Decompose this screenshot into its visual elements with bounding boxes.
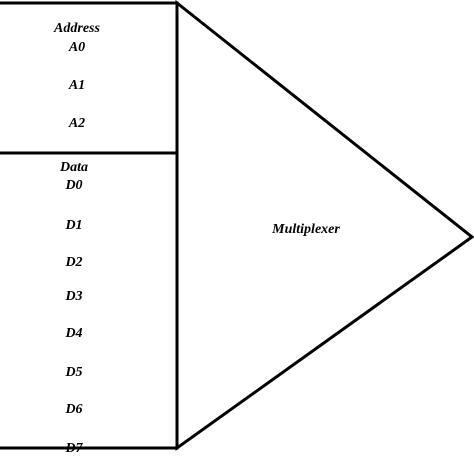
address-line-a1: A1 <box>68 78 85 93</box>
data-line-d5: D5 <box>64 365 82 380</box>
data-block: Data D0 D1 D2 D3 D4 D5 D6 D7 <box>0 151 179 456</box>
data-line-d0: D0 <box>64 178 82 193</box>
address-line-a2: A2 <box>68 116 85 131</box>
data-heading: Data <box>59 160 88 175</box>
data-line-d4: D4 <box>64 326 82 341</box>
data-box <box>0 151 179 450</box>
data-line-d1: D1 <box>64 218 82 233</box>
address-heading: Address <box>53 21 100 36</box>
bottom-crop-mask <box>0 452 474 474</box>
data-line-d3: D3 <box>64 289 82 304</box>
multiplexer-label: Multiplexer <box>271 222 340 237</box>
multiplexer-triangle <box>175 0 474 451</box>
address-line-a0: A0 <box>68 40 85 55</box>
multiplexer-block: Multiplexer <box>175 0 474 451</box>
data-line-d6: D6 <box>64 402 82 417</box>
address-block: Address A0 A1 A2 <box>0 1 179 155</box>
data-line-d2: D2 <box>64 255 82 270</box>
